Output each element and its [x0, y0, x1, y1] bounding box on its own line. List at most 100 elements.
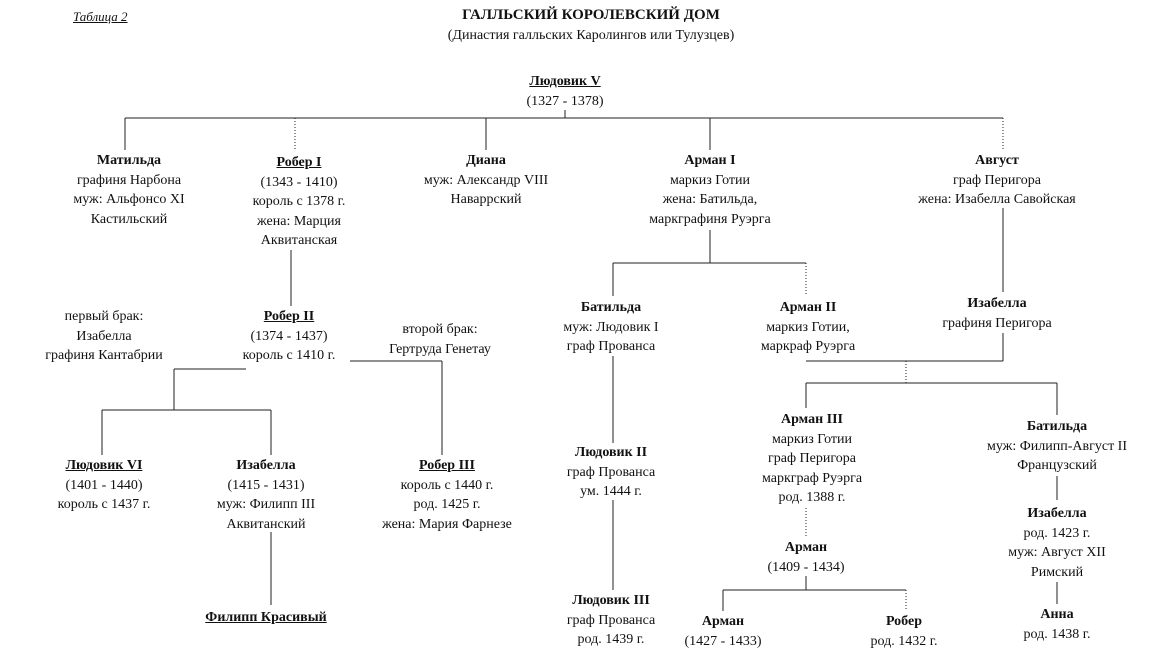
person-info: графиня Перигора: [942, 315, 1052, 331]
person-anna: Анна род. 1438 г.: [1024, 605, 1091, 644]
page-subtitle: (Династия галльских Каролингов или Тулуз…: [447, 28, 735, 43]
person-info: Наваррский: [450, 192, 522, 207]
person-batilda-ii: Батильда муж: Филипп-Август II Французск…: [987, 417, 1127, 476]
second-marriage-note: второй брак: Гертруда Генетау: [389, 320, 491, 359]
person-filipp-krasivyi: Филипп Красивый: [205, 608, 326, 628]
person-info: жена: Батильда,: [662, 192, 758, 207]
person-izabella: Изабелла (1415 - 1431) муж: Филипп III А…: [217, 456, 315, 534]
person-name: Изабелла: [236, 458, 296, 473]
person-info: муж: Август XII: [1008, 545, 1106, 560]
person-name: Филипп Красивый: [205, 610, 327, 625]
person-izabella-perigor: Изабелла графиня Перигора: [942, 294, 1051, 333]
person-name: Людовик II: [574, 445, 648, 460]
person-name: Робер I: [276, 155, 322, 170]
person-info: (1343 - 1410): [260, 174, 338, 190]
person-info: (1327 - 1378): [526, 93, 604, 109]
note-line: Изабелла: [76, 328, 132, 344]
person-rober-ii: Робер II (1374 - 1437) король с 1410 г.: [243, 307, 336, 366]
person-info: муж: Филипп-Август II: [986, 438, 1128, 454]
person-name: Людовик V: [529, 74, 601, 89]
table-label: Таблица 2: [73, 9, 128, 24]
person-name: Арман III: [780, 412, 844, 427]
person-rober: Робер род. 1432 г.: [871, 612, 938, 651]
person-info: жена: Изабелла Савойская: [918, 192, 1076, 207]
person-info: маркграф Руэрга: [761, 470, 863, 486]
person-name: Диана: [466, 153, 506, 168]
person-ludovik-v: Людовик V (1327 - 1378): [527, 72, 604, 111]
person-name: Август: [975, 153, 1019, 168]
person-info: жена: Мария Фарнезе: [382, 516, 512, 532]
person-info: Аквитанская: [260, 233, 338, 248]
person-info: род. 1432 г.: [870, 633, 938, 649]
person-name: Матильда: [96, 153, 162, 168]
person-info: маркиз Готии: [669, 172, 751, 188]
person-name: Людовик III: [572, 593, 650, 608]
person-info: (1401 - 1440): [65, 477, 143, 493]
person-info: граф Прованса: [566, 464, 656, 480]
person-name: Арман II: [779, 300, 837, 315]
person-info: маркиз Готии: [771, 431, 853, 447]
person-izabella-rod-1423: Изабелла род. 1423 г. муж: Август XII Ри…: [1008, 504, 1105, 582]
person-info: ум. 1444 г.: [580, 484, 642, 499]
person-info: род. 1439 г.: [577, 632, 645, 647]
person-name: Арман I: [684, 153, 736, 168]
note-line: Гертруда Генетау: [389, 341, 491, 357]
note-line: графиня Кантабрии: [45, 348, 163, 363]
person-name: Робер II: [263, 309, 315, 324]
person-rober-iii: Робер III король с 1440 г. род. 1425 г. …: [382, 456, 512, 534]
person-info: жена: Марция: [257, 213, 341, 229]
person-info: граф Перигора: [768, 451, 856, 466]
person-name: Батильда: [1026, 419, 1088, 434]
person-matilda: Матильда графиня Нарбона муж: Альфонсо X…: [73, 151, 184, 229]
person-name: Робер III: [419, 458, 475, 473]
person-name: Арман: [784, 540, 828, 555]
person-name: Изабелла: [1027, 506, 1087, 521]
person-info: Римский: [1030, 564, 1084, 580]
note-line: первый брак:: [64, 309, 144, 324]
person-name: Анна: [1040, 607, 1074, 622]
page-title: ГАЛЛЬСКИЙ КОРОЛЕВСКИЙ ДОМ: [462, 7, 720, 23]
person-info: род. 1423 г.: [1023, 525, 1091, 541]
person-info: муж: Альфонсо XI: [73, 192, 185, 207]
person-info: маркиз Готии,: [766, 319, 850, 335]
person-name: Арман: [701, 614, 745, 629]
person-arman-iii: Арман III маркиз Готии граф Перигора мар…: [762, 410, 862, 508]
person-info: муж: Людовик I: [563, 319, 659, 335]
person-info: король с 1410 г.: [242, 348, 336, 363]
first-marriage-note: первый брак: Изабелла графиня Кантабрии: [45, 307, 162, 366]
person-arman-ii: Арман II маркиз Готии, маркраф Руэрга: [761, 298, 855, 357]
person-arman: Арман (1409 - 1434): [768, 538, 845, 577]
person-info: Кастильский: [90, 211, 168, 227]
person-info: род. 1388 г.: [778, 490, 846, 505]
person-info: (1374 - 1437): [250, 328, 328, 344]
person-info: муж: Александр VIII: [423, 172, 549, 188]
person-info: король с 1440 г.: [400, 477, 494, 493]
person-info: Аквитанский: [226, 516, 306, 532]
person-name: Изабелла: [967, 296, 1027, 311]
person-ludovik-iii: Людовик III граф Прованса род. 1439 г.: [567, 591, 655, 650]
person-info: граф Перигора: [953, 172, 1041, 188]
person-name: Робер: [885, 614, 923, 629]
person-info: род. 1425 г.: [413, 497, 481, 512]
person-arman-1427: Арман (1427 - 1433): [685, 612, 762, 651]
person-info: маркраф Руэрга: [760, 339, 856, 354]
person-info: (1409 - 1434): [767, 559, 845, 575]
person-diana: Диана муж: Александр VIII Наваррский: [424, 151, 548, 210]
person-avgust: Август граф Перигора жена: Изабелла Саво…: [918, 151, 1076, 210]
person-ludovik-ii: Людовик II граф Прованса ум. 1444 г.: [567, 443, 655, 502]
person-name: Батильда: [580, 300, 642, 315]
note-line: второй брак:: [402, 322, 478, 337]
person-ludovik-vi: Людовик VI (1401 - 1440) король с 1437 г…: [58, 456, 151, 515]
person-rober-i: Робер I (1343 - 1410) король с 1378 г. ж…: [253, 153, 346, 251]
person-info: король с 1437 г.: [57, 497, 151, 512]
person-info: маркграфиня Руэрга: [649, 211, 771, 227]
person-info: Французский: [1017, 458, 1097, 473]
person-batilda: Батильда муж: Людовик I граф Прованса: [563, 298, 658, 357]
person-info: (1427 - 1433): [684, 633, 762, 649]
person-info: род. 1438 г.: [1023, 626, 1091, 642]
person-info: графиня Нарбона: [76, 172, 182, 188]
person-info: король с 1378 г.: [252, 194, 346, 209]
person-info: граф Прованса: [566, 339, 656, 354]
